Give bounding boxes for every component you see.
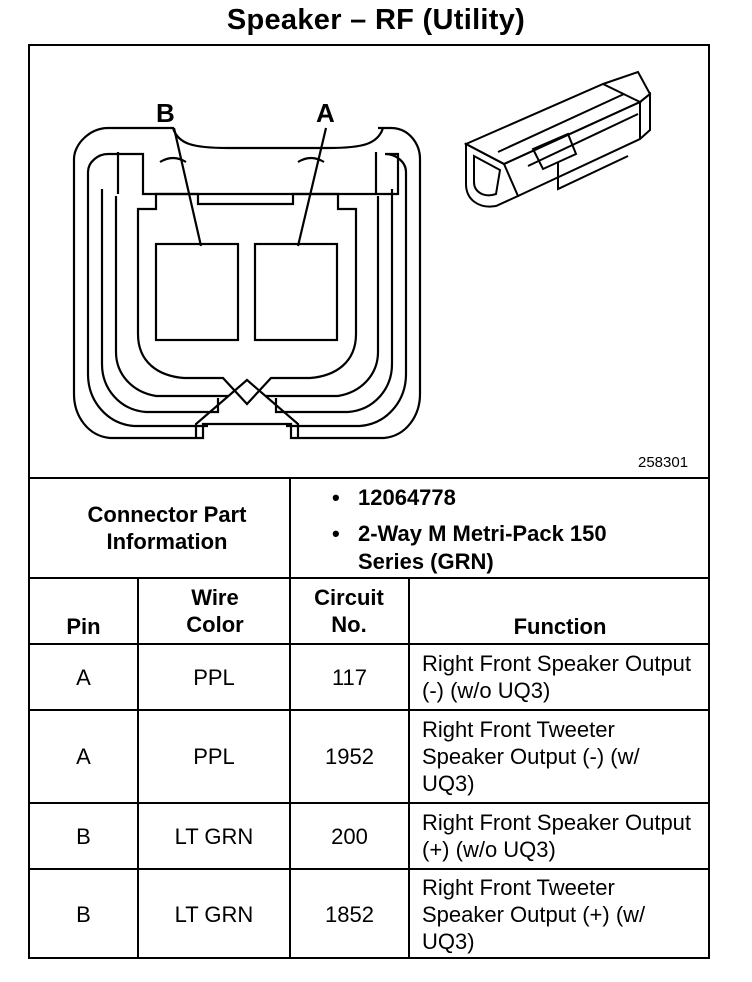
housing-ring-4: [274, 189, 394, 414]
row-3-function: Right Front Speaker Output (+) (w/o UQ3): [422, 810, 692, 862]
leader-line-a: [296, 127, 328, 247]
housing-ring-1: [86, 152, 408, 428]
connector-info-label: Connector Part Information: [87, 502, 247, 554]
row-2-function: Right Front Tweeter Speaker Output (-) (…: [422, 717, 640, 796]
connector-part-number: 12064778: [332, 484, 628, 512]
header-function: Function: [513, 614, 607, 639]
leader-line-b: [172, 127, 203, 247]
key-notch: [194, 378, 300, 438]
row-1-wire-color: PPL: [193, 664, 235, 690]
page-title: Speaker – RF (Utility): [226, 4, 526, 36]
housing-ring-5: [114, 196, 228, 398]
connector-table-frame: [28, 44, 710, 959]
figure-id: 258301: [638, 454, 689, 471]
header-circuit-no: Circuit No.: [314, 585, 384, 637]
row-1-function: Right Front Speaker Output (-) (w/o UQ3): [422, 651, 692, 703]
row-1-circuit: 117: [331, 664, 368, 690]
pin-label-b: B: [156, 98, 175, 128]
row-4-function: Right Front Tweeter Speaker Output (+) (…: [422, 875, 646, 954]
housing-outline: [72, 126, 422, 440]
row-3-wire-color: LT GRN: [174, 823, 254, 849]
row-2-wire-color: PPL: [193, 744, 235, 769]
connector-diagram: B A 258301: [28, 44, 710, 478]
latch-arc-left: [159, 156, 187, 163]
inner-cavity: [136, 192, 358, 406]
housing-ring-3: [100, 189, 220, 414]
row-4-circuit: 1852: [325, 902, 374, 927]
latch-arc-right: [297, 156, 325, 163]
connector-latch: [531, 132, 578, 171]
connector-info-list: 12064778 2-Way M Metri-Pack 150 Series (…: [332, 484, 628, 576]
row-3-circuit: 200: [331, 823, 368, 849]
connector-rib: [557, 155, 629, 191]
connector-ridge-1: [497, 93, 625, 153]
row-1-pin: A: [76, 664, 91, 690]
connector-type: 2-Way M Metri-Pack 150 Series (GRN): [332, 520, 628, 576]
header-pin: Pin: [66, 614, 101, 639]
terminal-cavity-b: [154, 242, 240, 342]
housing-ring-2: [86, 172, 208, 428]
pin-label-a: A: [316, 98, 335, 128]
row-2-circuit: 1952: [325, 744, 374, 769]
connector-front-opening: [473, 154, 502, 197]
connector-face-drawing: [72, 70, 652, 440]
connector-front: [465, 142, 520, 208]
connector-rear-2: [639, 91, 651, 140]
row-2-pin: A: [76, 744, 91, 769]
row-4-wire-color: LT GRN: [174, 902, 254, 927]
terminal-cavity-a: [253, 242, 339, 342]
row-3-pin: B: [76, 823, 91, 849]
row-4-pin: B: [76, 902, 91, 927]
connector-ridge-2: [527, 113, 639, 167]
header-wire-color: Wire Color: [186, 585, 244, 637]
housing-ring-6: [266, 196, 380, 398]
connector-body-side: [503, 100, 641, 197]
